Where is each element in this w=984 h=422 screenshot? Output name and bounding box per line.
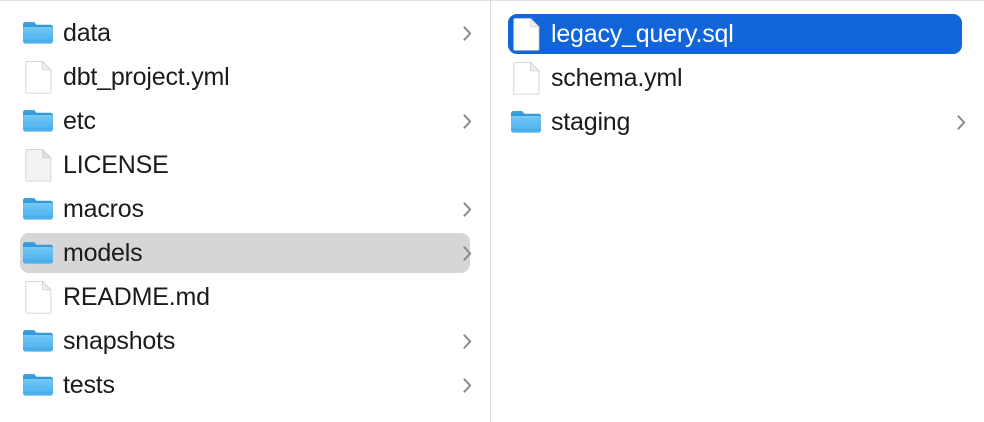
file-name-label: etc [63,107,96,135]
chevron-right-icon[interactable] [460,374,474,396]
folder-icon-svg [23,110,53,132]
document-icon-svg [24,60,52,94]
folder-icon [21,368,55,402]
chevron-right-icon-svg [462,377,471,393]
file-row-models[interactable]: models [0,231,490,275]
file-name-label: snapshots [63,327,176,355]
chevron-spacer [954,67,968,89]
column-parent[interactable]: data dbt_project.yml etc LICENSE [0,1,491,422]
document-icon [509,61,543,95]
chevron-right-icon[interactable] [460,110,474,132]
chevron-right-icon-svg [462,25,471,41]
document-plain-icon [21,148,55,182]
document-icon-svg [512,17,540,51]
file-row-tests[interactable]: tests [0,363,490,407]
folder-icon [509,105,543,139]
chevron-right-icon[interactable] [460,198,474,220]
chevron-right-icon[interactable] [460,242,474,264]
folder-icon-svg [23,374,53,396]
file-name-label: staging [551,108,631,136]
file-name-label: LICENSE [63,151,169,179]
file-row-license[interactable]: LICENSE [0,143,490,187]
selection-highlight [508,14,962,54]
file-row-dbt-project-yml[interactable]: dbt_project.yml [0,55,490,99]
folder-icon [21,104,55,138]
file-name-label: models [63,239,143,267]
folder-icon-svg [23,330,53,352]
file-row-staging[interactable]: staging [491,100,984,144]
file-name-label: dbt_project.yml [63,63,230,91]
file-row-etc[interactable]: etc [0,99,490,143]
document-icon-svg [24,148,52,182]
file-row-readme-md[interactable]: README.md [0,275,490,319]
chevron-spacer [460,154,474,176]
file-name-label: legacy_query.sql [551,20,734,48]
column-child[interactable]: legacy_query.sql schema.yml staging [491,1,984,422]
selection-highlight [20,233,470,273]
file-name-label: tests [63,371,115,399]
folder-icon [21,236,55,270]
chevron-right-icon-svg [462,245,471,261]
document-icon [509,17,543,51]
folder-icon-svg [23,22,53,44]
folder-icon [21,324,55,358]
chevron-right-icon-svg [462,113,471,129]
chevron-right-icon-svg [956,114,965,130]
chevron-right-icon[interactable] [460,22,474,44]
file-name-label: data [63,19,111,47]
file-row-macros[interactable]: macros [0,187,490,231]
document-icon-svg [512,61,540,95]
folder-icon [21,16,55,50]
folder-icon-svg [23,198,53,220]
file-row-snapshots[interactable]: snapshots [0,319,490,363]
file-row-data[interactable]: data [0,11,490,55]
chevron-spacer [460,286,474,308]
chevron-right-icon[interactable] [460,330,474,352]
chevron-right-icon[interactable] [954,111,968,133]
folder-icon [21,192,55,226]
file-name-label: schema.yml [551,64,683,92]
chevron-spacer [460,66,474,88]
document-icon-svg [24,280,52,314]
document-icon [21,60,55,94]
file-row-legacy-query-sql[interactable]: legacy_query.sql [491,12,984,56]
folder-icon-svg [23,242,53,264]
file-name-label: README.md [63,283,210,311]
chevron-right-icon-svg [462,201,471,217]
folder-icon-svg [511,111,541,133]
document-icon [21,280,55,314]
file-name-label: macros [63,195,144,223]
file-row-schema-yml[interactable]: schema.yml [491,56,984,100]
chevron-right-icon-svg [462,333,471,349]
